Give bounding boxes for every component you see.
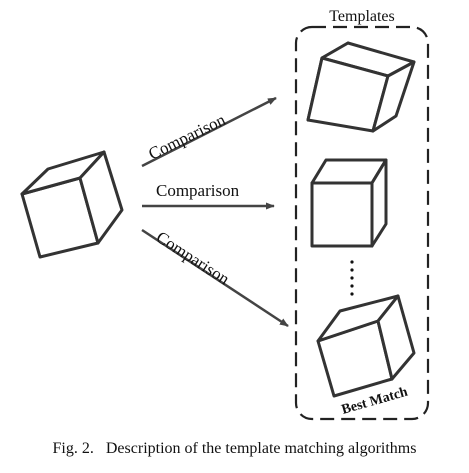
comparison-arrows [141,96,289,328]
caption-figure-number: Fig. 2. [52,440,94,457]
caption-text: Description of the template matching alg… [105,440,417,457]
templates-title: Templates [329,8,395,25]
template-cube-1 [306,41,416,133]
input-cube [20,150,124,259]
figure-caption: Fig. 2. Description of the template match… [0,440,469,458]
template-cube-2 [310,158,388,248]
more-templates-ellipsis [350,260,354,296]
comparison-arrow-bottom [141,228,289,328]
comparison-arrow-top [141,96,277,168]
comparison-label-top: Comparison [145,110,228,164]
comparison-label-middle: Comparison [156,181,240,200]
template-cube-best-match [316,294,416,398]
comparison-label-bottom: Comparison [153,227,233,288]
templates-frame [294,25,430,421]
